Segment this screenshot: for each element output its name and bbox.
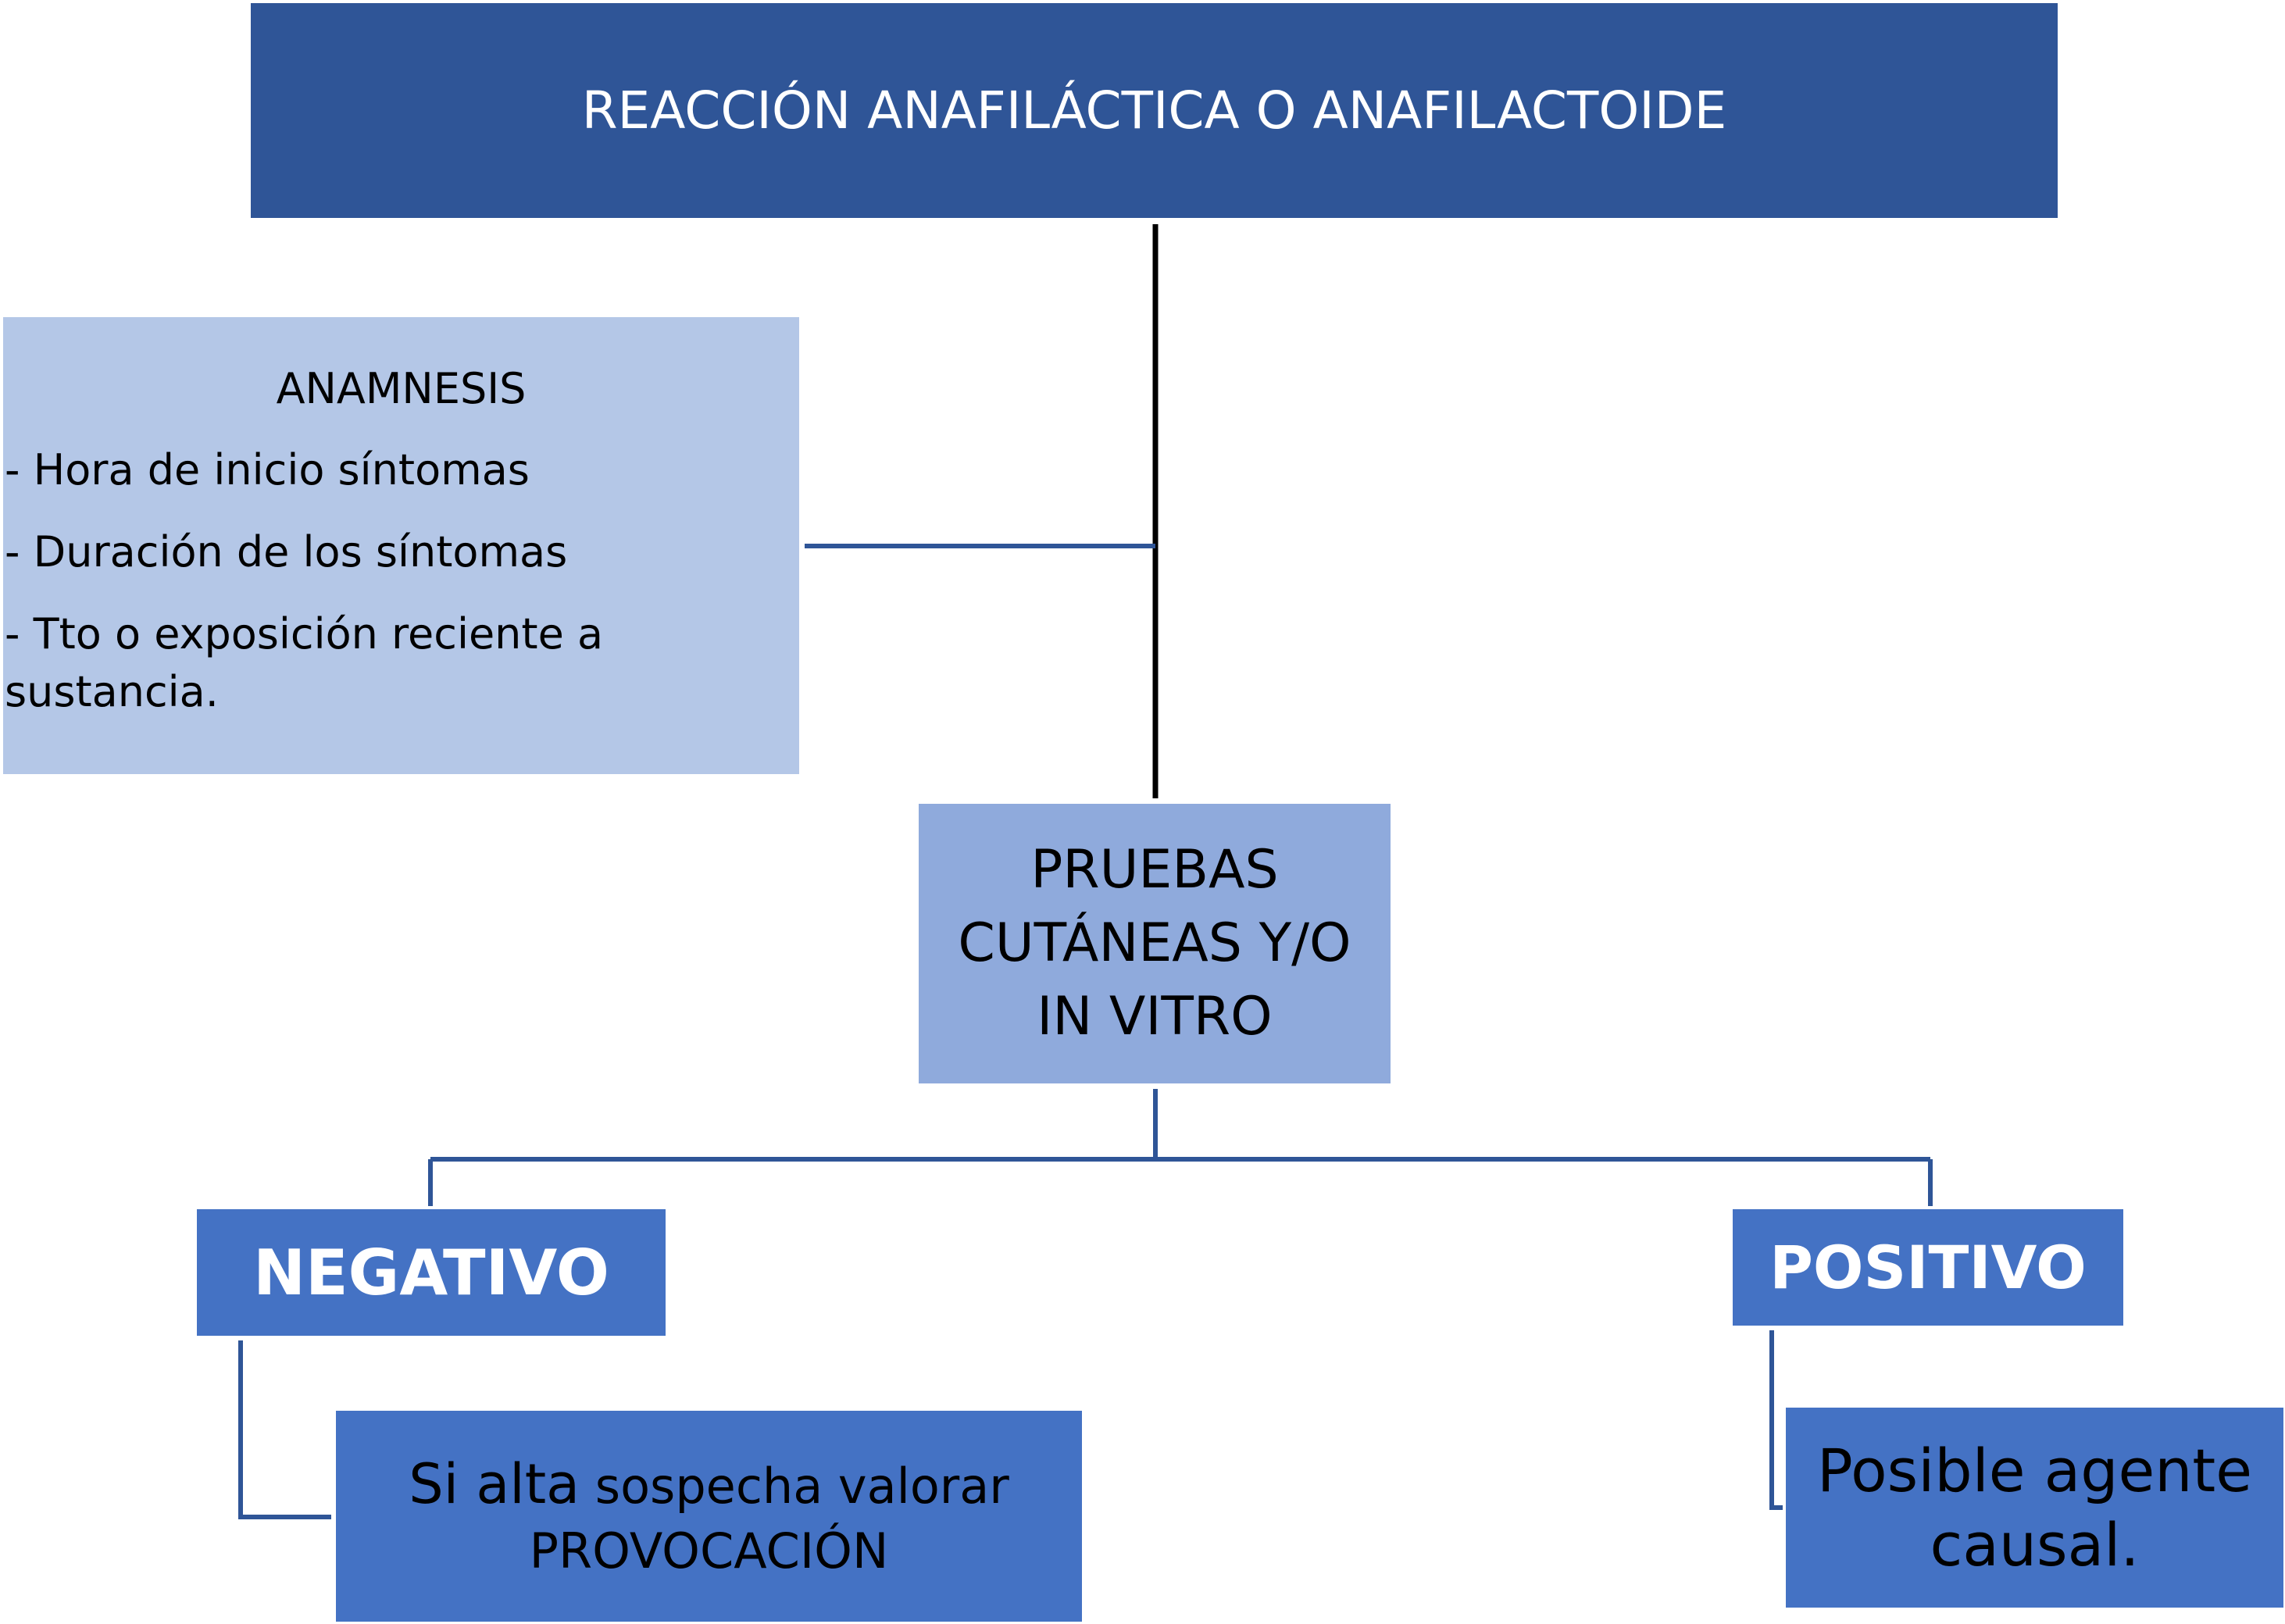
title-text: REACCIÓN ANAFILÁCTICA O ANAFILACTOIDE [581,80,1727,141]
negativo-result-box: Si alta sospecha valorar PROVOCACIÓN [336,1411,1082,1622]
negativo-result-part1: Si alta [409,1452,580,1517]
positivo-result-line: causal. [1930,1510,2140,1579]
negativo-box: NEGATIVO [197,1209,666,1336]
negativo-result-line2: PROVOCACIÓN [529,1522,889,1580]
anamnesis-continuation: sustancia. [5,667,219,716]
anamnesis-item: - Duración de los síntomas [5,527,568,576]
positivo-result-line: Posible agente [1817,1436,2252,1505]
negativo-label: NEGATIVO [253,1236,609,1309]
positivo-result-box: Posible agente causal. [1786,1408,2283,1608]
negativo-result-connector [238,1340,331,1519]
pruebas-line: IN VITRO [1037,985,1273,1048]
positivo-result-connector [1769,1330,1783,1510]
pruebas-line: PRUEBAS [1030,839,1279,901]
negativo-result-line1: Si alta sospecha valorar [409,1449,1009,1520]
anamnesis-item: - Hora de inicio síntomas [5,445,530,494]
anamnesis-box: ANAMNESIS - Hora de inicio síntomas - Du… [3,317,799,774]
positivo-box: POSITIVO [1733,1209,2123,1326]
anamnesis-heading: ANAMNESIS [276,364,527,413]
pruebas-line: CUTÁNEAS Y/O [958,912,1351,975]
positivo-label: POSITIVO [1769,1233,2087,1302]
pruebas-box: PRUEBAS CUTÁNEAS Y/O IN VITRO [919,804,1391,1083]
negativo-result-part2: sospecha valorar [580,1458,1009,1515]
title-box: REACCIÓN ANAFILÁCTICA O ANAFILACTOIDE [251,3,2058,218]
anamnesis-item: - Tto o exposición reciente a [5,609,604,659]
